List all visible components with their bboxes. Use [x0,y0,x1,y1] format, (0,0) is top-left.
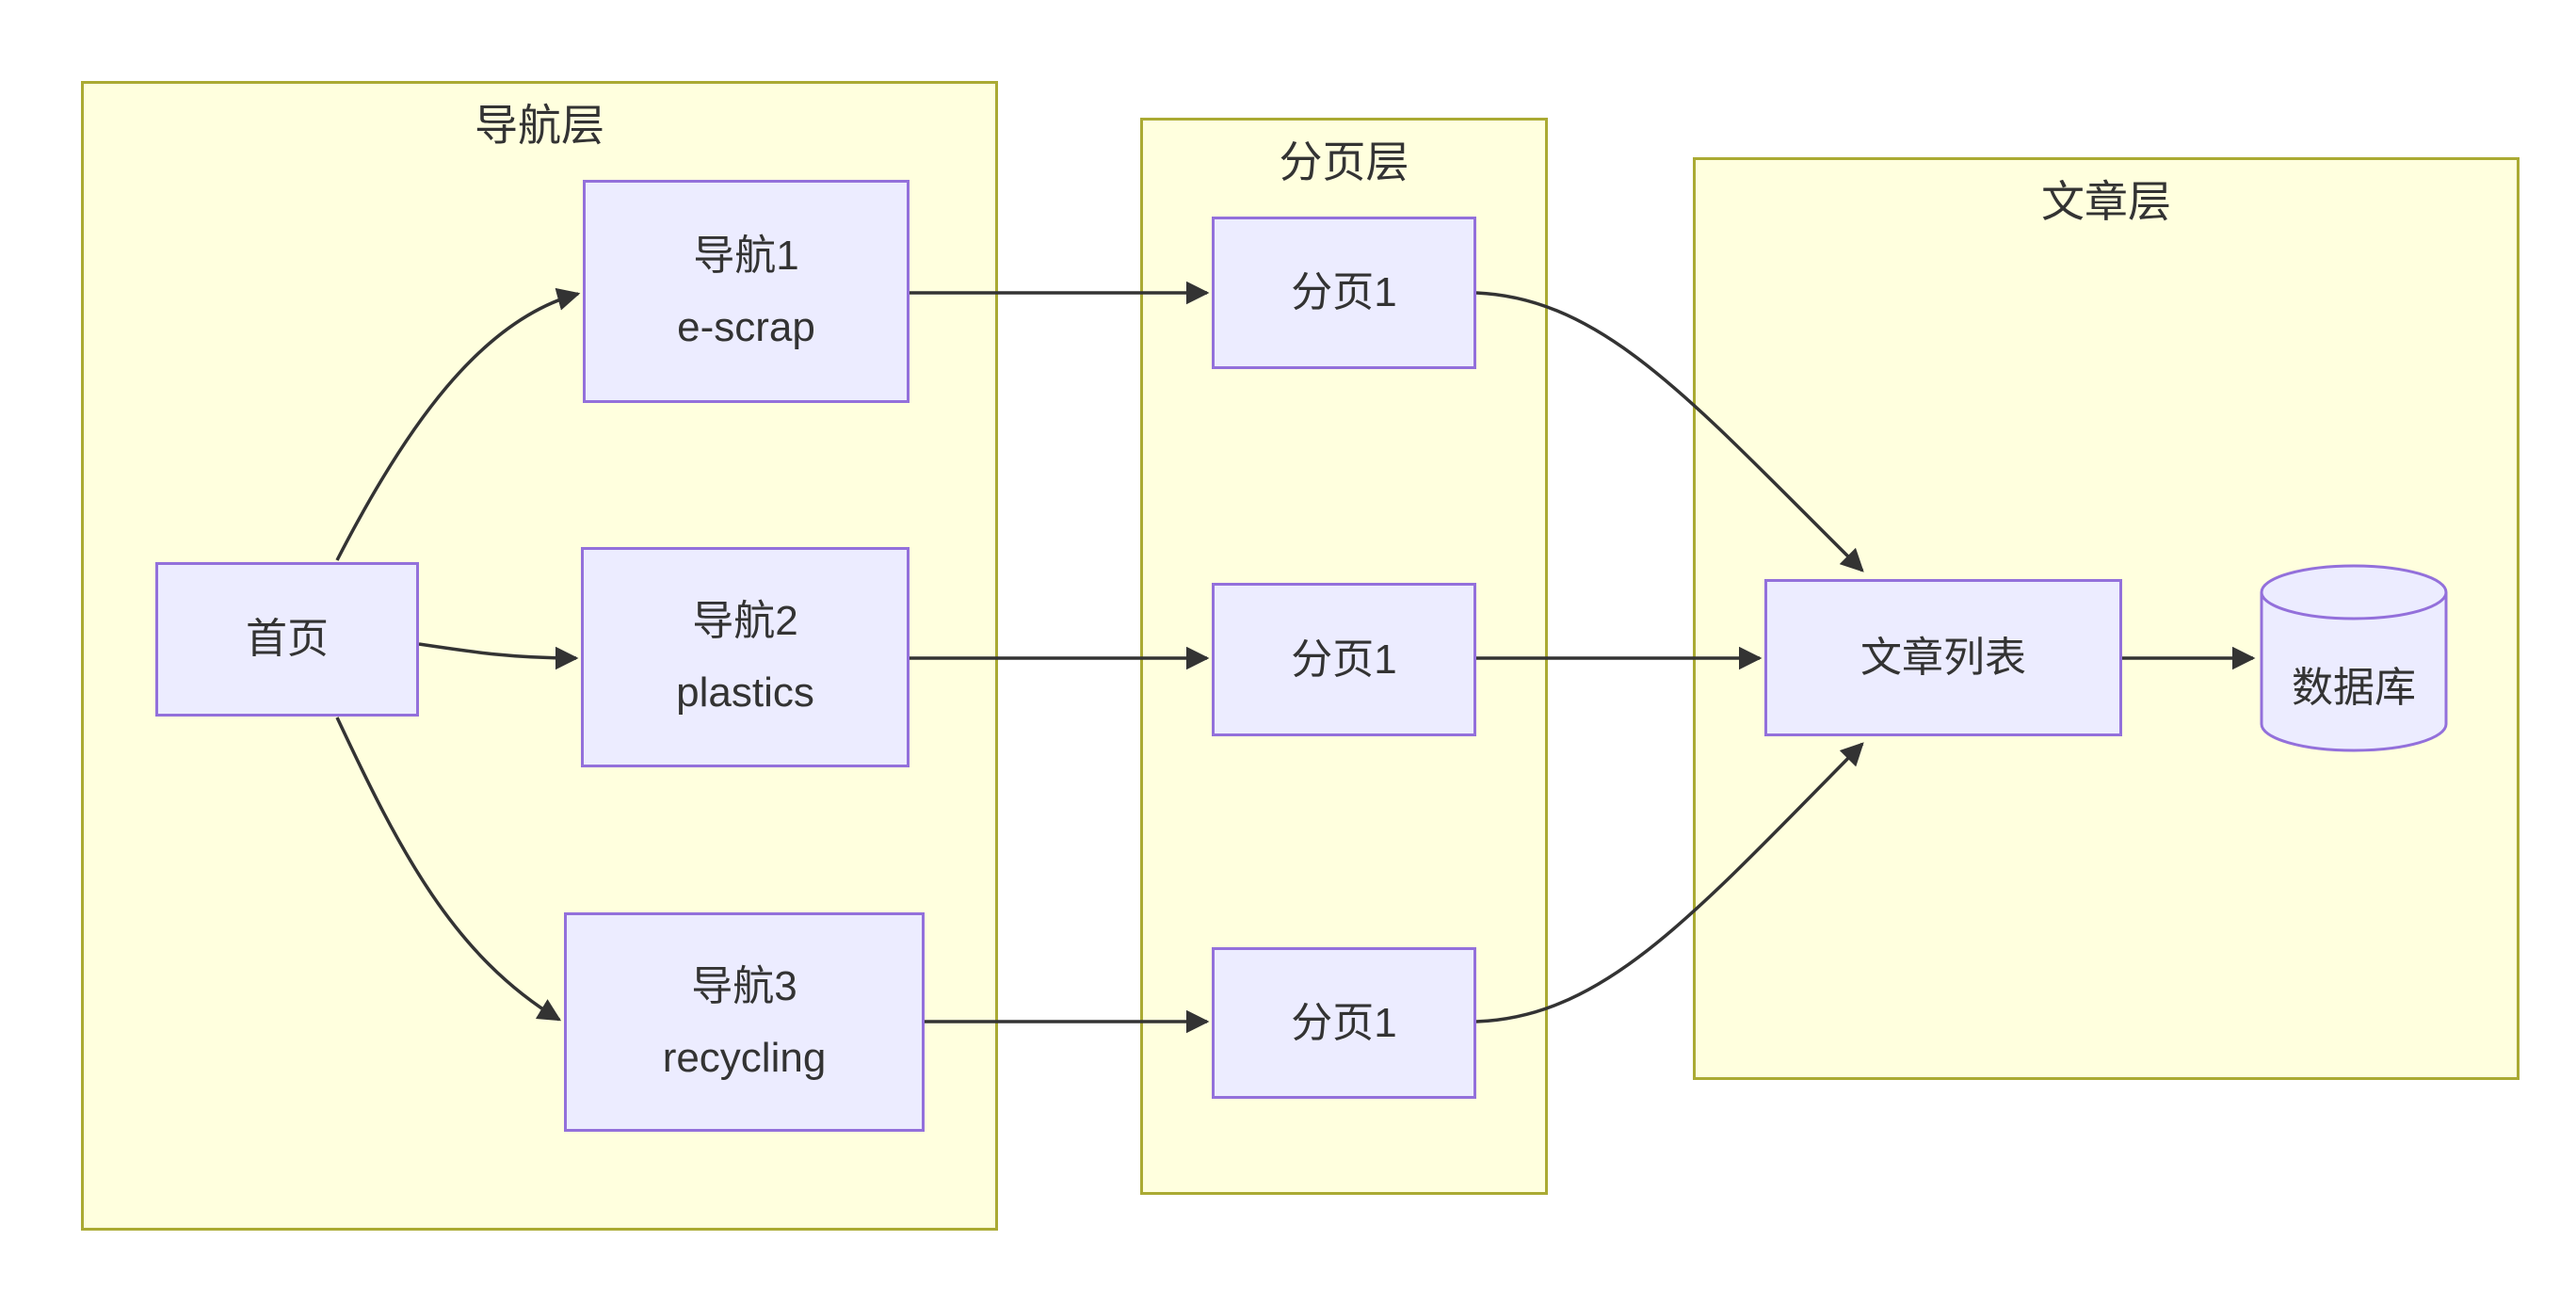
node-nav2-label-line2: plastics [676,669,814,716]
node-home-label: 首页 [246,616,329,662]
node-database: 数据库 [2262,617,2446,750]
cluster-article-layer-title: 文章层 [2041,177,2171,226]
node-nav3-label-line2: recycling [662,1034,827,1081]
node-nav2-label-line1: 导航2 [692,598,798,644]
node-page1-top: 分页1 [1212,217,1476,369]
node-page1-bottom: 分页1 [1212,947,1476,1099]
node-database-label: 数据库 [2292,665,2416,711]
node-nav1-label-line2: e-scrap [677,303,815,350]
cluster-nav-layer-title: 导航层 [475,101,604,150]
node-page1-bottom-label: 分页1 [1291,999,1397,1046]
node-home: 首页 [155,562,419,717]
node-nav3-recycling: 导航3 recycling [564,912,925,1132]
node-page1-mid-label: 分页1 [1291,636,1397,683]
node-article-list-label: 文章列表 [1860,634,2026,681]
node-article-list: 文章列表 [1764,579,2122,736]
node-nav2-plastics: 导航2 plastics [581,547,910,767]
node-nav1-label-line1: 导航1 [693,232,799,279]
node-nav1-e-scrap: 导航1 e-scrap [583,180,910,403]
node-page1-mid: 分页1 [1212,583,1476,736]
node-page1-top-label: 分页1 [1291,269,1397,315]
cluster-page-layer-title: 分页层 [1279,137,1409,186]
node-nav3-label-line1: 导航3 [691,962,797,1009]
